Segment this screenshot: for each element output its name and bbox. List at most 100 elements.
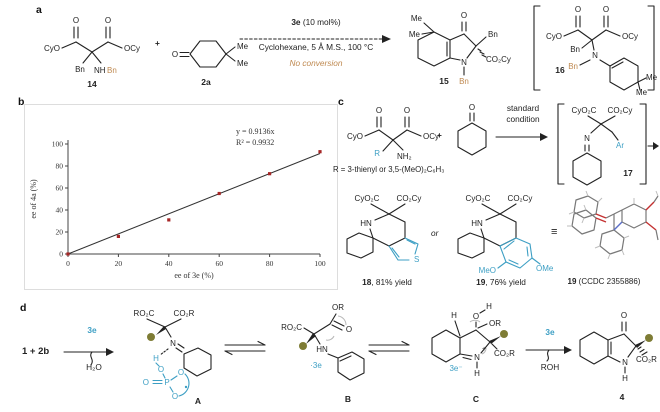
species-A-label: A <box>195 396 201 406</box>
sulfur-label: S <box>414 255 419 264</box>
compound-19-structure: CyO₂C CO₂Cy HN MeO OMe <box>457 194 554 275</box>
x-axis-label: ee of 3e (%) <box>174 271 214 280</box>
species-B-structure: OR O RO₂C HN ·3e B <box>281 303 365 404</box>
reaction-arrow-d2 <box>525 346 572 362</box>
methyl-label: Me <box>409 30 421 39</box>
n-benzyl-label: Bn <box>568 62 578 71</box>
oxygen-label: O <box>575 5 581 14</box>
compound-17-number: 17 <box>623 168 633 178</box>
ester-label: RO₂C <box>281 323 302 332</box>
nitrogen-label: N <box>584 134 590 143</box>
standard-condition-line1: standard <box>506 103 540 113</box>
carbonyl-oxygen-label: O <box>346 325 352 334</box>
compound-18-caption: 18, 81% yield <box>337 277 437 287</box>
svg-text:0: 0 <box>66 259 70 268</box>
catalyst-loading: (10 mol%) <box>300 17 341 27</box>
svg-text:60: 60 <box>215 259 223 268</box>
compound-15-number: 15 <box>439 76 449 86</box>
amine-label: HN <box>471 219 483 228</box>
ocy-label: OCy <box>124 44 140 53</box>
svg-text:100: 100 <box>52 140 64 149</box>
panel-c-label: c <box>338 96 344 108</box>
ester-label: RO₂C <box>134 309 155 318</box>
ester-or-label: OR <box>489 319 501 328</box>
ee-chart-svg: y = 0.9136x R² = 0.9932 ee of 3e (%) ee … <box>29 127 326 280</box>
chart-frame <box>24 104 338 290</box>
oxygen-label: O <box>404 106 410 115</box>
intermediate-17-structure: CyO₂C CO₂Cy N Ar 17 <box>557 103 647 186</box>
aryl-label: Ar <box>616 141 624 150</box>
phosphate-oxygen-label: O <box>143 378 149 387</box>
cyo-label: CyO <box>44 44 60 53</box>
nitrogen-label: N <box>592 51 598 60</box>
trendline-equation: y = 0.9136x <box>236 127 275 136</box>
cyo-label: CyO <box>347 132 363 141</box>
trendline-r-squared: R² = 0.9932 <box>236 138 274 147</box>
compound-19-number: 19 <box>567 277 577 286</box>
ketone-oxygen-label: O <box>621 311 627 320</box>
species-C-label: C <box>473 394 479 404</box>
compound-2a-number: 2a <box>201 77 211 87</box>
catalyst-loading-text: 3e (10 mol%) <box>238 17 394 27</box>
nitrogen-label: N <box>170 339 176 348</box>
nitrogen-label: N <box>461 58 467 67</box>
catalyst-anion-label: 3e⁻ <box>449 364 462 373</box>
iminium-nitrogen-label: N <box>474 353 480 362</box>
svg-text:60: 60 <box>56 184 64 193</box>
r-definition-text: R = 3-thienyl or 3,5-(MeO)₂C₆H₃ <box>333 165 445 174</box>
methoxy-label: OMe <box>536 264 554 273</box>
methoxy-label: MeO <box>479 266 496 275</box>
no-conversion-note: No conversion <box>289 58 343 68</box>
methyl-label: Me <box>411 14 423 23</box>
quaternary-center-marker <box>645 334 653 342</box>
identical-to-sign: ≡ <box>551 226 558 238</box>
n-benzyl-label: Bn <box>107 66 117 75</box>
compound-18-structure: CyO₂C CO₂Cy HN S <box>346 194 421 264</box>
nh-hydrogen-label: H <box>622 374 628 383</box>
oxygen-label: O <box>461 11 467 20</box>
methyl-label: Me <box>237 59 249 68</box>
ester-label: CO₂Cy <box>486 55 511 64</box>
standard-condition-line2: condition <box>506 114 540 124</box>
catalyst-backbone-dot <box>184 385 188 389</box>
ester-label: CyO₂C <box>355 194 380 203</box>
starting-materials-text: 1 + 2b <box>22 346 50 357</box>
product-4-label: 4 <box>620 392 625 402</box>
compound-16-number: 16 <box>555 65 565 75</box>
hydrogen-bond-h-label: H <box>153 354 159 363</box>
ccdc-code: (CCDC 2355886) <box>576 277 641 286</box>
hydroxyl-hydrogen-label: H <box>486 302 492 311</box>
phosphate-oxygen-label: O <box>178 368 184 377</box>
reaction-arrow-a <box>239 35 391 43</box>
ester-label: CyO₂C <box>466 194 491 203</box>
species-C-structure: H N + O H OR CO₂R H 3e⁻ C <box>431 302 515 404</box>
ester-label: CO₂Cy <box>508 194 533 203</box>
phosphate-oxygen-label: O <box>158 365 164 374</box>
panel-b-label: b <box>18 96 25 108</box>
svg-text:80: 80 <box>266 259 274 268</box>
ester-label: CyO₂C <box>572 106 597 115</box>
oxygen-label: O <box>73 16 79 25</box>
ester-label: CO₂R <box>636 355 657 364</box>
quaternary-center-marker <box>500 330 508 338</box>
phosphorus-label: P <box>164 378 169 387</box>
svg-text:20: 20 <box>56 228 64 237</box>
svg-text:40: 40 <box>165 259 173 268</box>
oxygen-label: O <box>172 50 178 59</box>
nitrogen-label: N <box>622 358 628 367</box>
catalyst-name: 3e <box>291 17 301 27</box>
equilibrium-arrow-2 <box>368 340 410 356</box>
benzyl-label: Bn <box>75 65 85 74</box>
nh-hydrogen-label: H <box>474 369 480 378</box>
svg-text:100: 100 <box>314 259 326 268</box>
compound-15-structure: Me Me O N Bn CO₂Cy Bn 15 <box>409 11 511 86</box>
compound-2a-structure: O Me Me 2a <box>172 40 249 87</box>
plus-sign: + <box>437 130 442 140</box>
nh-label: NH <box>94 66 106 75</box>
y-axis-label: ee of 4a (%) <box>29 179 38 219</box>
plus-sign: + <box>155 38 160 48</box>
svg-text:80: 80 <box>56 162 64 171</box>
n-benzyl-label: Bn <box>459 77 469 86</box>
compound-19-caption: 19, 76% yield <box>448 277 554 287</box>
data-point <box>116 234 120 238</box>
